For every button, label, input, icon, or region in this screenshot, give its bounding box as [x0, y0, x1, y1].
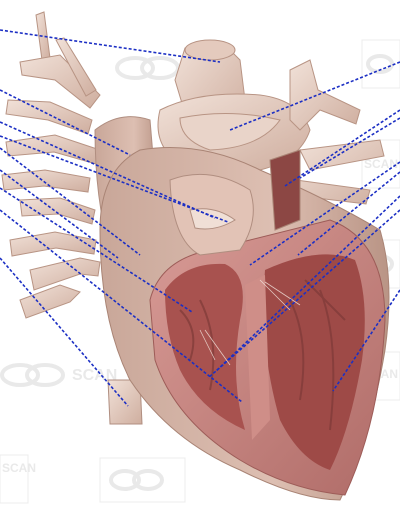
watermark-logo [100, 458, 185, 502]
watermark-logo: SCAN [2, 365, 117, 385]
right-pulmonary-branches [290, 60, 360, 130]
aorta-opening [185, 40, 235, 60]
watermark-text: SCAN [2, 461, 36, 475]
watermark-logo: SCAN [0, 455, 36, 503]
left-pulmonary-vessels [2, 12, 100, 318]
left-atrium [270, 150, 300, 230]
